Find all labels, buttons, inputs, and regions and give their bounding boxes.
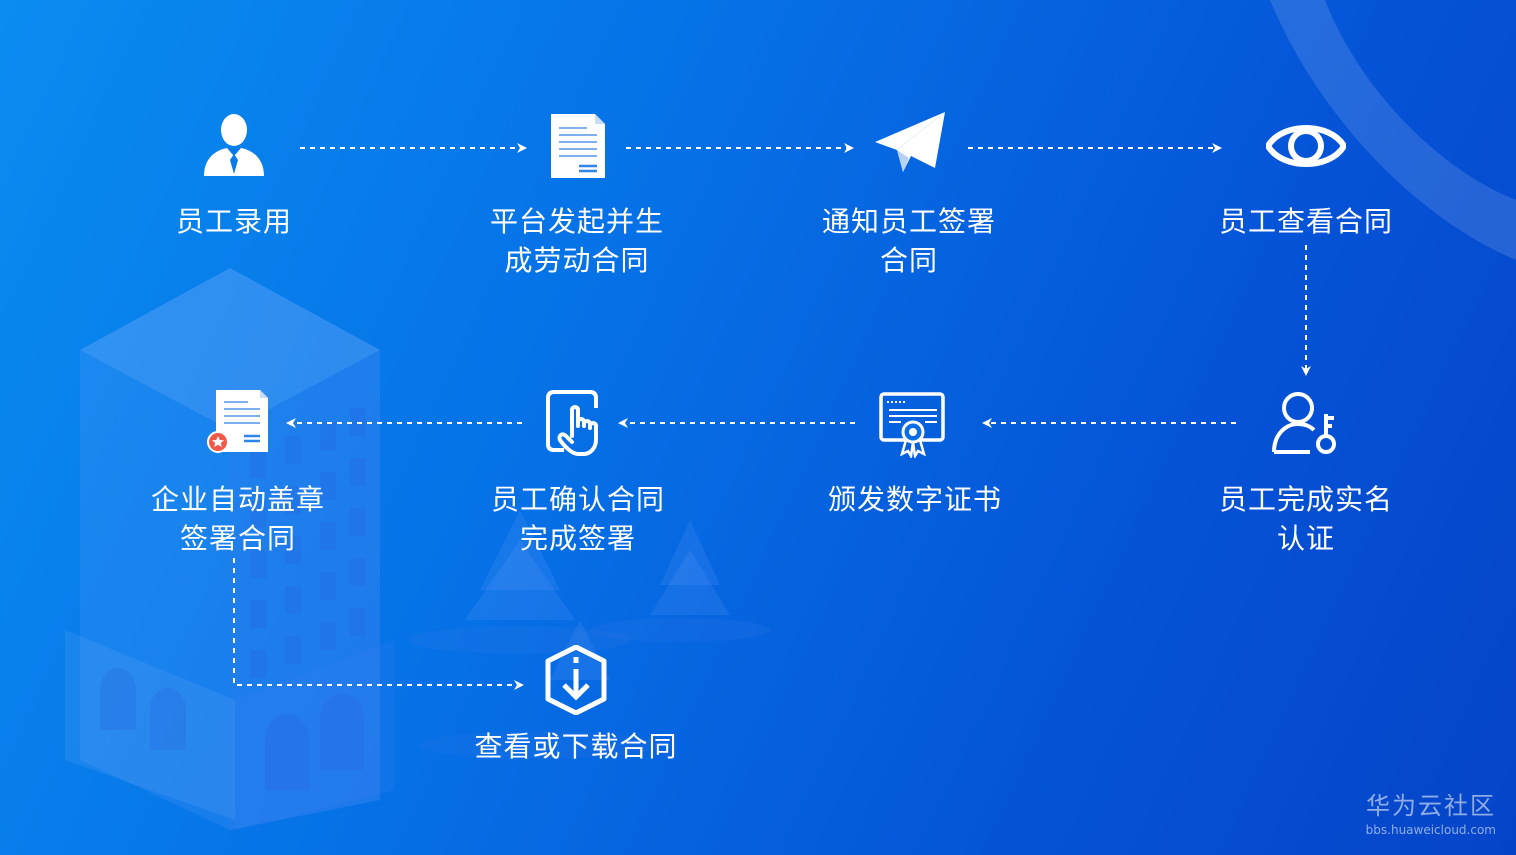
node-label-certificate: 颁发数字证书 <box>827 483 1002 516</box>
node-label-generate: 平台发起并生成劳动合同 <box>489 205 664 277</box>
node-seal: 企业自动盖章签署合同 <box>118 388 358 558</box>
node-certificate: 颁发数字证书 <box>795 388 1035 519</box>
node-notify: 通知员工签署合同 <box>789 110 1029 280</box>
node-download: 查看或下载合同 <box>456 645 696 766</box>
watermark-url: bbs.huaweicloud.com <box>1365 823 1496 837</box>
node-label-verify: 员工完成实名认证 <box>1218 483 1393 555</box>
download-icon <box>545 645 607 715</box>
node-label-seal: 企业自动盖章签署合同 <box>150 483 325 555</box>
node-view: 员工查看合同 <box>1186 110 1426 241</box>
building-illustration <box>65 268 395 830</box>
node-label-confirm: 员工确认合同完成签署 <box>490 483 665 555</box>
touch-sign-icon <box>546 390 598 456</box>
node-label-notify: 通知员工签署合同 <box>821 205 996 277</box>
user-key-icon <box>1272 392 1336 454</box>
employee-icon <box>204 114 264 176</box>
watermark: 华为云社区 bbs.huaweicloud.com <box>1366 786 1496 837</box>
document-icon <box>551 114 605 178</box>
node-confirm: 员工确认合同完成签署 <box>458 388 698 558</box>
node-verify: 员工完成实名认证 <box>1186 388 1426 558</box>
paper-plane-icon <box>875 112 945 172</box>
tree-illustrations <box>410 510 770 759</box>
node-label-download: 查看或下载合同 <box>474 730 678 763</box>
background-arc <box>1270 0 1516 260</box>
node-generate: 平台发起并生成劳动合同 <box>457 110 697 280</box>
watermark-title: 华为云社区 <box>1366 792 1496 820</box>
eye-icon <box>1266 125 1346 167</box>
node-hire: 员工录用 <box>114 110 354 241</box>
certificate-icon <box>879 392 945 458</box>
sealed-document-icon <box>207 390 268 453</box>
arrow-seal-to-download <box>233 558 524 690</box>
node-label-view: 员工查看合同 <box>1218 205 1393 238</box>
node-label-hire: 员工录用 <box>175 205 292 238</box>
building-windows <box>100 408 366 790</box>
